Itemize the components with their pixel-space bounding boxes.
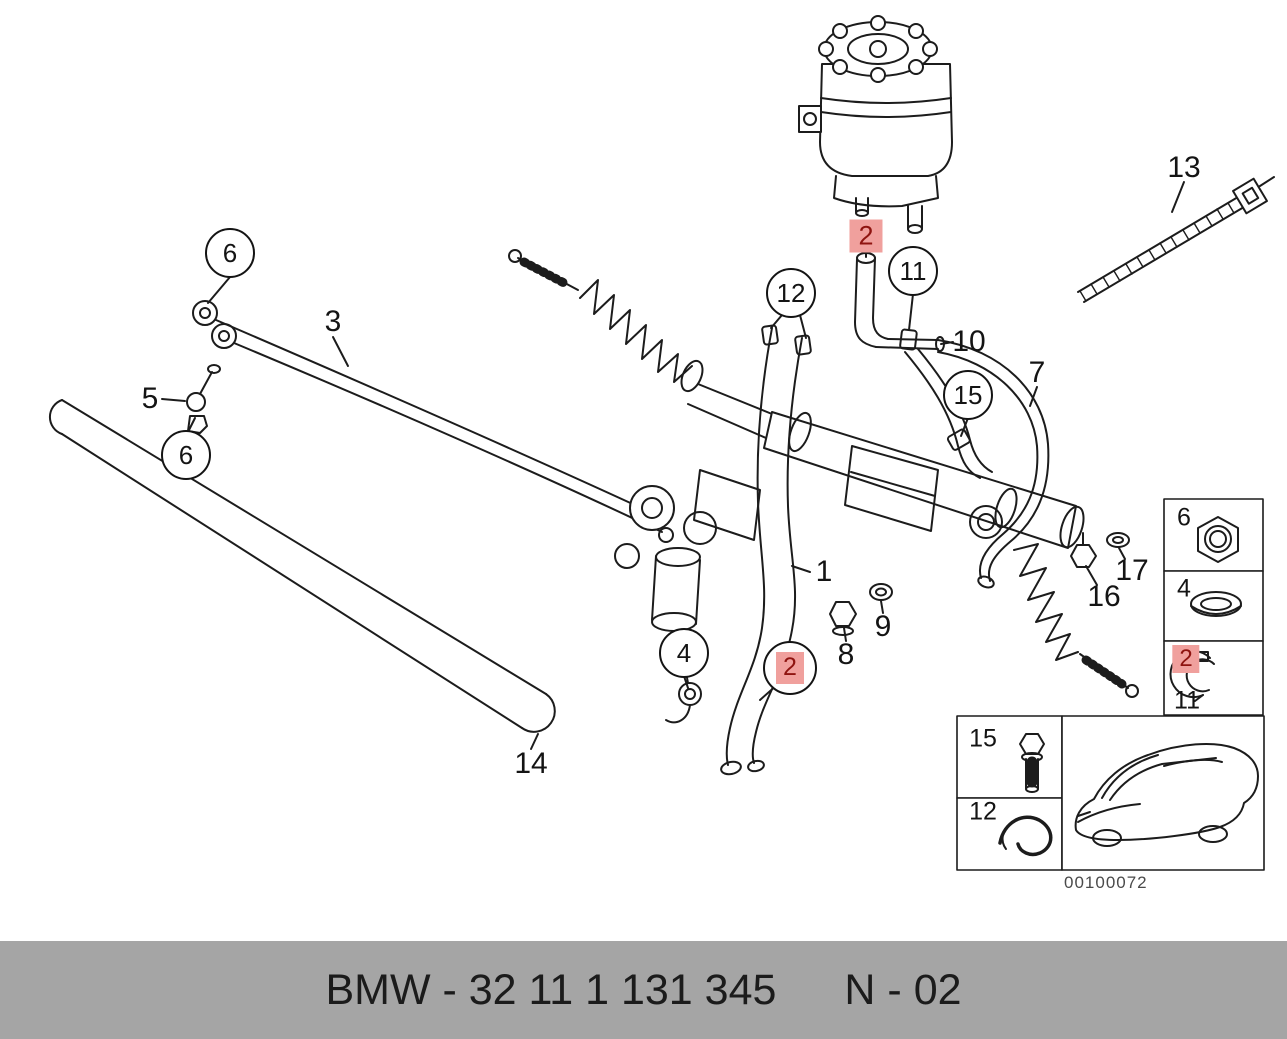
reservoir-suction-hose xyxy=(854,252,889,348)
inset-label-2[interactable]: 2 xyxy=(1172,645,1200,673)
car-silhouette xyxy=(1074,742,1259,847)
cooler-feed-hoses xyxy=(192,300,674,543)
cooler-loop-pipe xyxy=(48,399,556,733)
callout-2-return-hose-chip: 2 xyxy=(776,652,804,684)
callout-16[interactable]: 16 xyxy=(1087,580,1121,613)
hex-nut-drawing xyxy=(1197,516,1239,563)
seal-ring-drawing xyxy=(1190,591,1242,617)
callout-2-reservoir-hose[interactable]: 2 xyxy=(849,219,883,253)
inset-label-12[interactable]: 12 xyxy=(969,797,997,826)
callout-6-b[interactable]: 6 xyxy=(161,430,211,480)
seal-ring-9 xyxy=(869,583,893,601)
inset-label-6[interactable]: 6 xyxy=(1177,503,1191,532)
inset-label-15[interactable]: 15 xyxy=(969,724,997,753)
callout-6-a[interactable]: 6 xyxy=(205,228,255,278)
bolt-drawing xyxy=(1019,733,1045,793)
part-number-bar: BMW - 32 11 1 131 345 N - 02 xyxy=(0,941,1287,1039)
fluid-reservoir xyxy=(798,15,953,234)
callout-12[interactable]: 12 xyxy=(766,268,816,318)
callout-7[interactable]: 7 xyxy=(1028,356,1046,389)
inset-label-4[interactable]: 4 xyxy=(1177,574,1191,603)
callout-10[interactable]: 10 xyxy=(952,325,986,358)
callout-1[interactable]: 1 xyxy=(815,555,833,588)
spring-clip-drawing xyxy=(998,815,1053,857)
part-number: BMW - 32 11 1 131 345 xyxy=(325,965,777,1014)
pipe-10 xyxy=(875,328,993,479)
callout-8[interactable]: 8 xyxy=(837,638,855,671)
hose-7 xyxy=(937,339,1050,589)
steering-rack xyxy=(508,249,1139,698)
cable-strap-13 xyxy=(1077,176,1275,303)
callout-9[interactable]: 9 xyxy=(874,610,892,643)
inset-boxes xyxy=(956,498,1265,871)
plug-bolt-8 xyxy=(829,601,857,636)
bolt-16-and-ring-17 xyxy=(1070,532,1130,568)
callout-13[interactable]: 13 xyxy=(1167,151,1201,184)
bleeder-bolt-5 xyxy=(186,364,221,434)
callout-2-return-hose[interactable]: 2 xyxy=(763,641,817,695)
sheet-number: N - 02 xyxy=(844,965,962,1014)
callout-5[interactable]: 5 xyxy=(141,382,159,415)
diagram-image-code: 00100072 xyxy=(1064,873,1148,892)
callout-14[interactable]: 14 xyxy=(514,747,548,780)
return-hoses xyxy=(720,324,812,776)
callout-3[interactable]: 3 xyxy=(324,305,342,338)
leader-lines xyxy=(161,181,1185,750)
callout-17[interactable]: 17 xyxy=(1115,554,1149,587)
callout-11[interactable]: 11 xyxy=(888,246,938,296)
inset-label-11[interactable]: 11 xyxy=(1174,686,1200,715)
pump-valve-assembly xyxy=(614,469,761,632)
callout-4[interactable]: 4 xyxy=(659,628,709,678)
callout-15[interactable]: 15 xyxy=(943,370,993,420)
